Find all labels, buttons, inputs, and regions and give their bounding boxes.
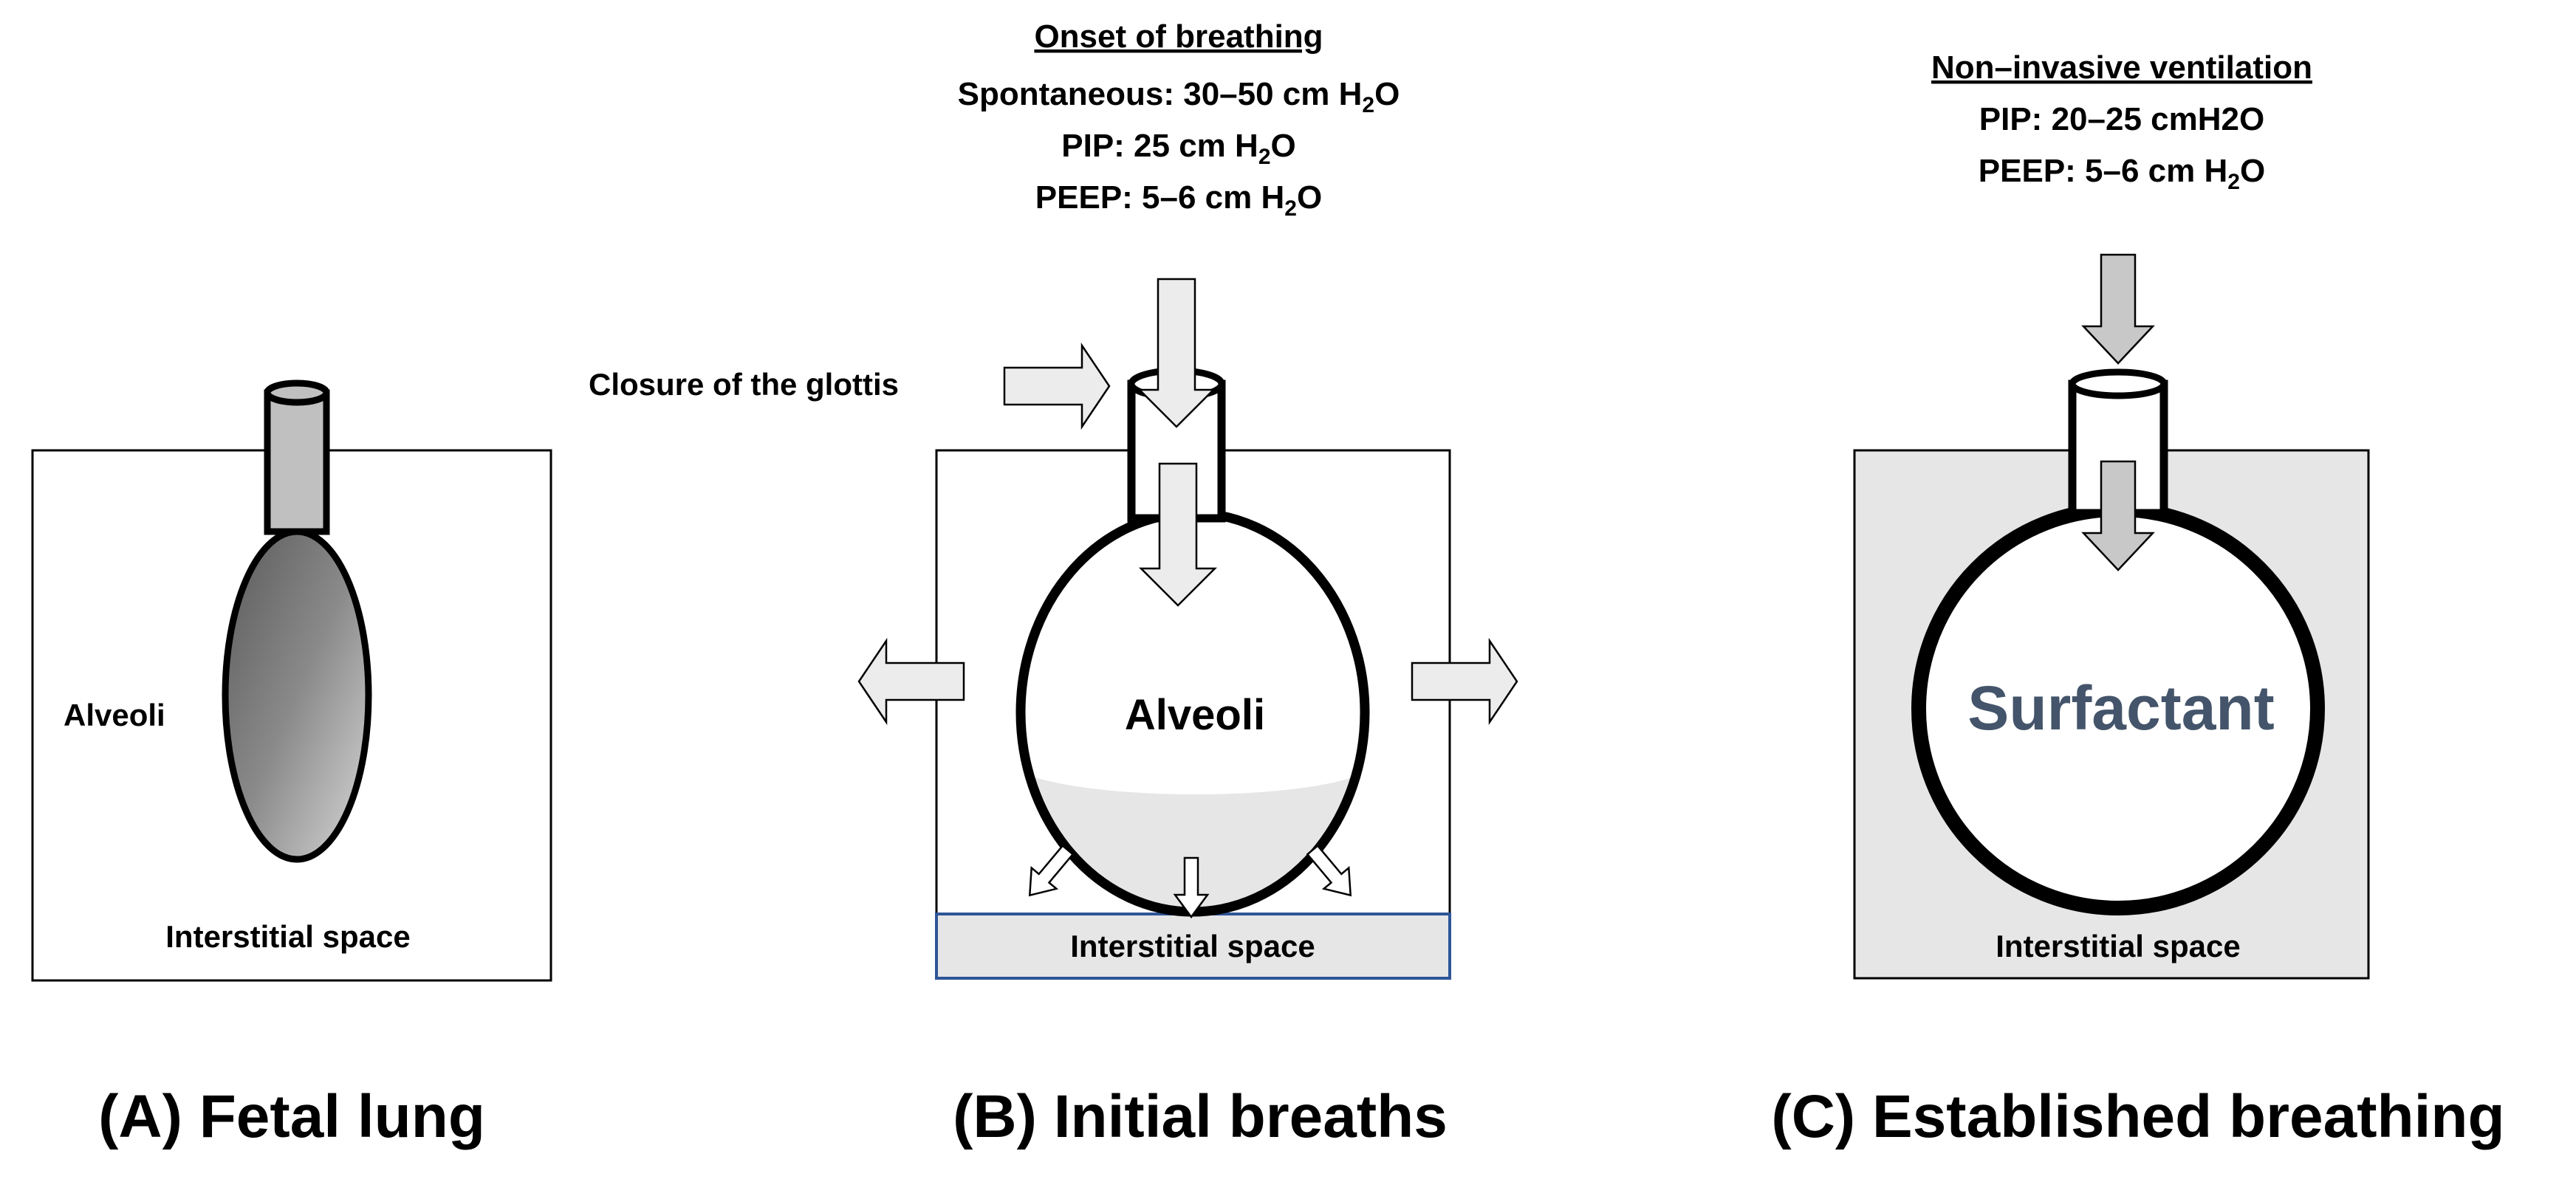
panel-b-interstitial-label: Interstitial space: [1070, 929, 1315, 963]
panel-b-caption: (B) Initial breaths: [953, 1083, 1448, 1150]
panel-b-alveoli-label: Alveoli: [1125, 691, 1265, 739]
lateral-arrow-left: [857, 637, 965, 726]
panel-c-header: Non–invasive ventilation: [1931, 49, 2312, 86]
panel-c-pip-pressure: PIP: 20–25 cmH2O: [1979, 101, 2264, 137]
panel-c-established-breathing: Non–invasive ventilation PIP: 20–25 cmH2…: [1771, 49, 2504, 1150]
panel-c-inflow-arrow-top: [2081, 253, 2155, 365]
lateral-arrow-right: [1411, 637, 1518, 726]
panel-a-caption: (A) Fetal lung: [98, 1083, 485, 1150]
panel-c-airway-opening: [2069, 368, 2168, 399]
surfactant-label: Surfactant: [1967, 673, 2274, 743]
fluid-clearance-arrow-left: [1028, 844, 1075, 897]
panel-b-inflow-arrow-top: [1137, 278, 1216, 428]
fetal-alveolus: [222, 528, 372, 863]
panel-c-caption: (C) Established breathing: [1771, 1083, 2504, 1150]
panel-b-header: Onset of breathing: [1034, 18, 1323, 55]
panel-c-inflow-arrow-inner: [2081, 460, 2155, 571]
fetal-airway-tube: [264, 389, 330, 535]
panel-b-inflow-arrow-inner: [1138, 462, 1218, 607]
panel-b-pip-pressure: PIP: 25 cm H2O: [1061, 128, 1295, 169]
panel-b-spontaneous-pressure: Spontaneous: 30–50 cm H2O: [958, 76, 1400, 117]
panel-a-fetal-lung: Alveoli Interstitial space (A) Fetal lun…: [31, 379, 552, 1150]
panel-b-peep-pressure: PEEP: 5–6 cm H2O: [1035, 179, 1322, 221]
panel-c-interstitial-label: Interstitial space: [1996, 929, 2240, 963]
fluid-clearance-arrow-right: [1306, 844, 1352, 897]
fluid-clearance-arrow-center: [1173, 856, 1210, 919]
glottis-closure-arrow: [1003, 342, 1111, 430]
fetal-airway-opening: [264, 379, 330, 406]
panel-b-initial-breaths: Onset of breathing Spontaneous: 30–50 cm…: [589, 18, 1518, 1150]
panel-c-peep-pressure: PEEP: 5–6 cm H2O: [1979, 153, 2265, 194]
panel-a-alveoli-label: Alveoli: [64, 698, 165, 732]
panel-a-interstitial-label: Interstitial space: [165, 919, 410, 954]
glottis-closure-label: Closure of the glottis: [589, 367, 899, 402]
